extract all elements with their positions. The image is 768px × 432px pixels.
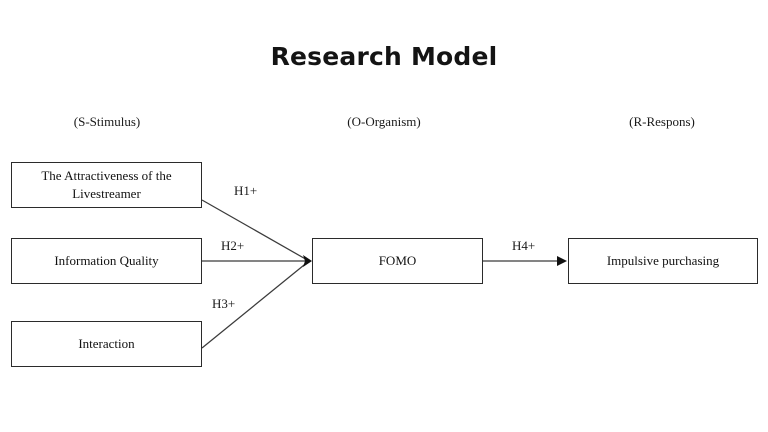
node-information-quality: Information Quality bbox=[11, 238, 202, 284]
node-attractiveness-of-livestreamer: The Attractiveness of the Livestreamer bbox=[11, 162, 202, 208]
edge-label-h4: H4+ bbox=[512, 238, 536, 253]
edge-label-h2: H2+ bbox=[221, 238, 245, 253]
edge-arrowhead-impulsive bbox=[557, 256, 567, 266]
node-interaction: Interaction bbox=[11, 321, 202, 367]
column-header-response: (R-Respons) bbox=[629, 114, 695, 129]
column-header-organism: (O-Organism) bbox=[347, 114, 421, 129]
edge-arrowhead-fomo bbox=[303, 255, 312, 267]
node-fomo: FOMO bbox=[312, 238, 483, 284]
edge-label-h3: H3+ bbox=[212, 296, 236, 311]
column-header-stimulus: (S-Stimulus) bbox=[73, 114, 141, 129]
edge-line-h1 bbox=[201, 199, 310, 262]
edge-label-h1: H1+ bbox=[234, 183, 258, 198]
page-title: Research Model bbox=[270, 42, 498, 71]
node-impulsive-purchasing: Impulsive purchasing bbox=[568, 238, 758, 284]
